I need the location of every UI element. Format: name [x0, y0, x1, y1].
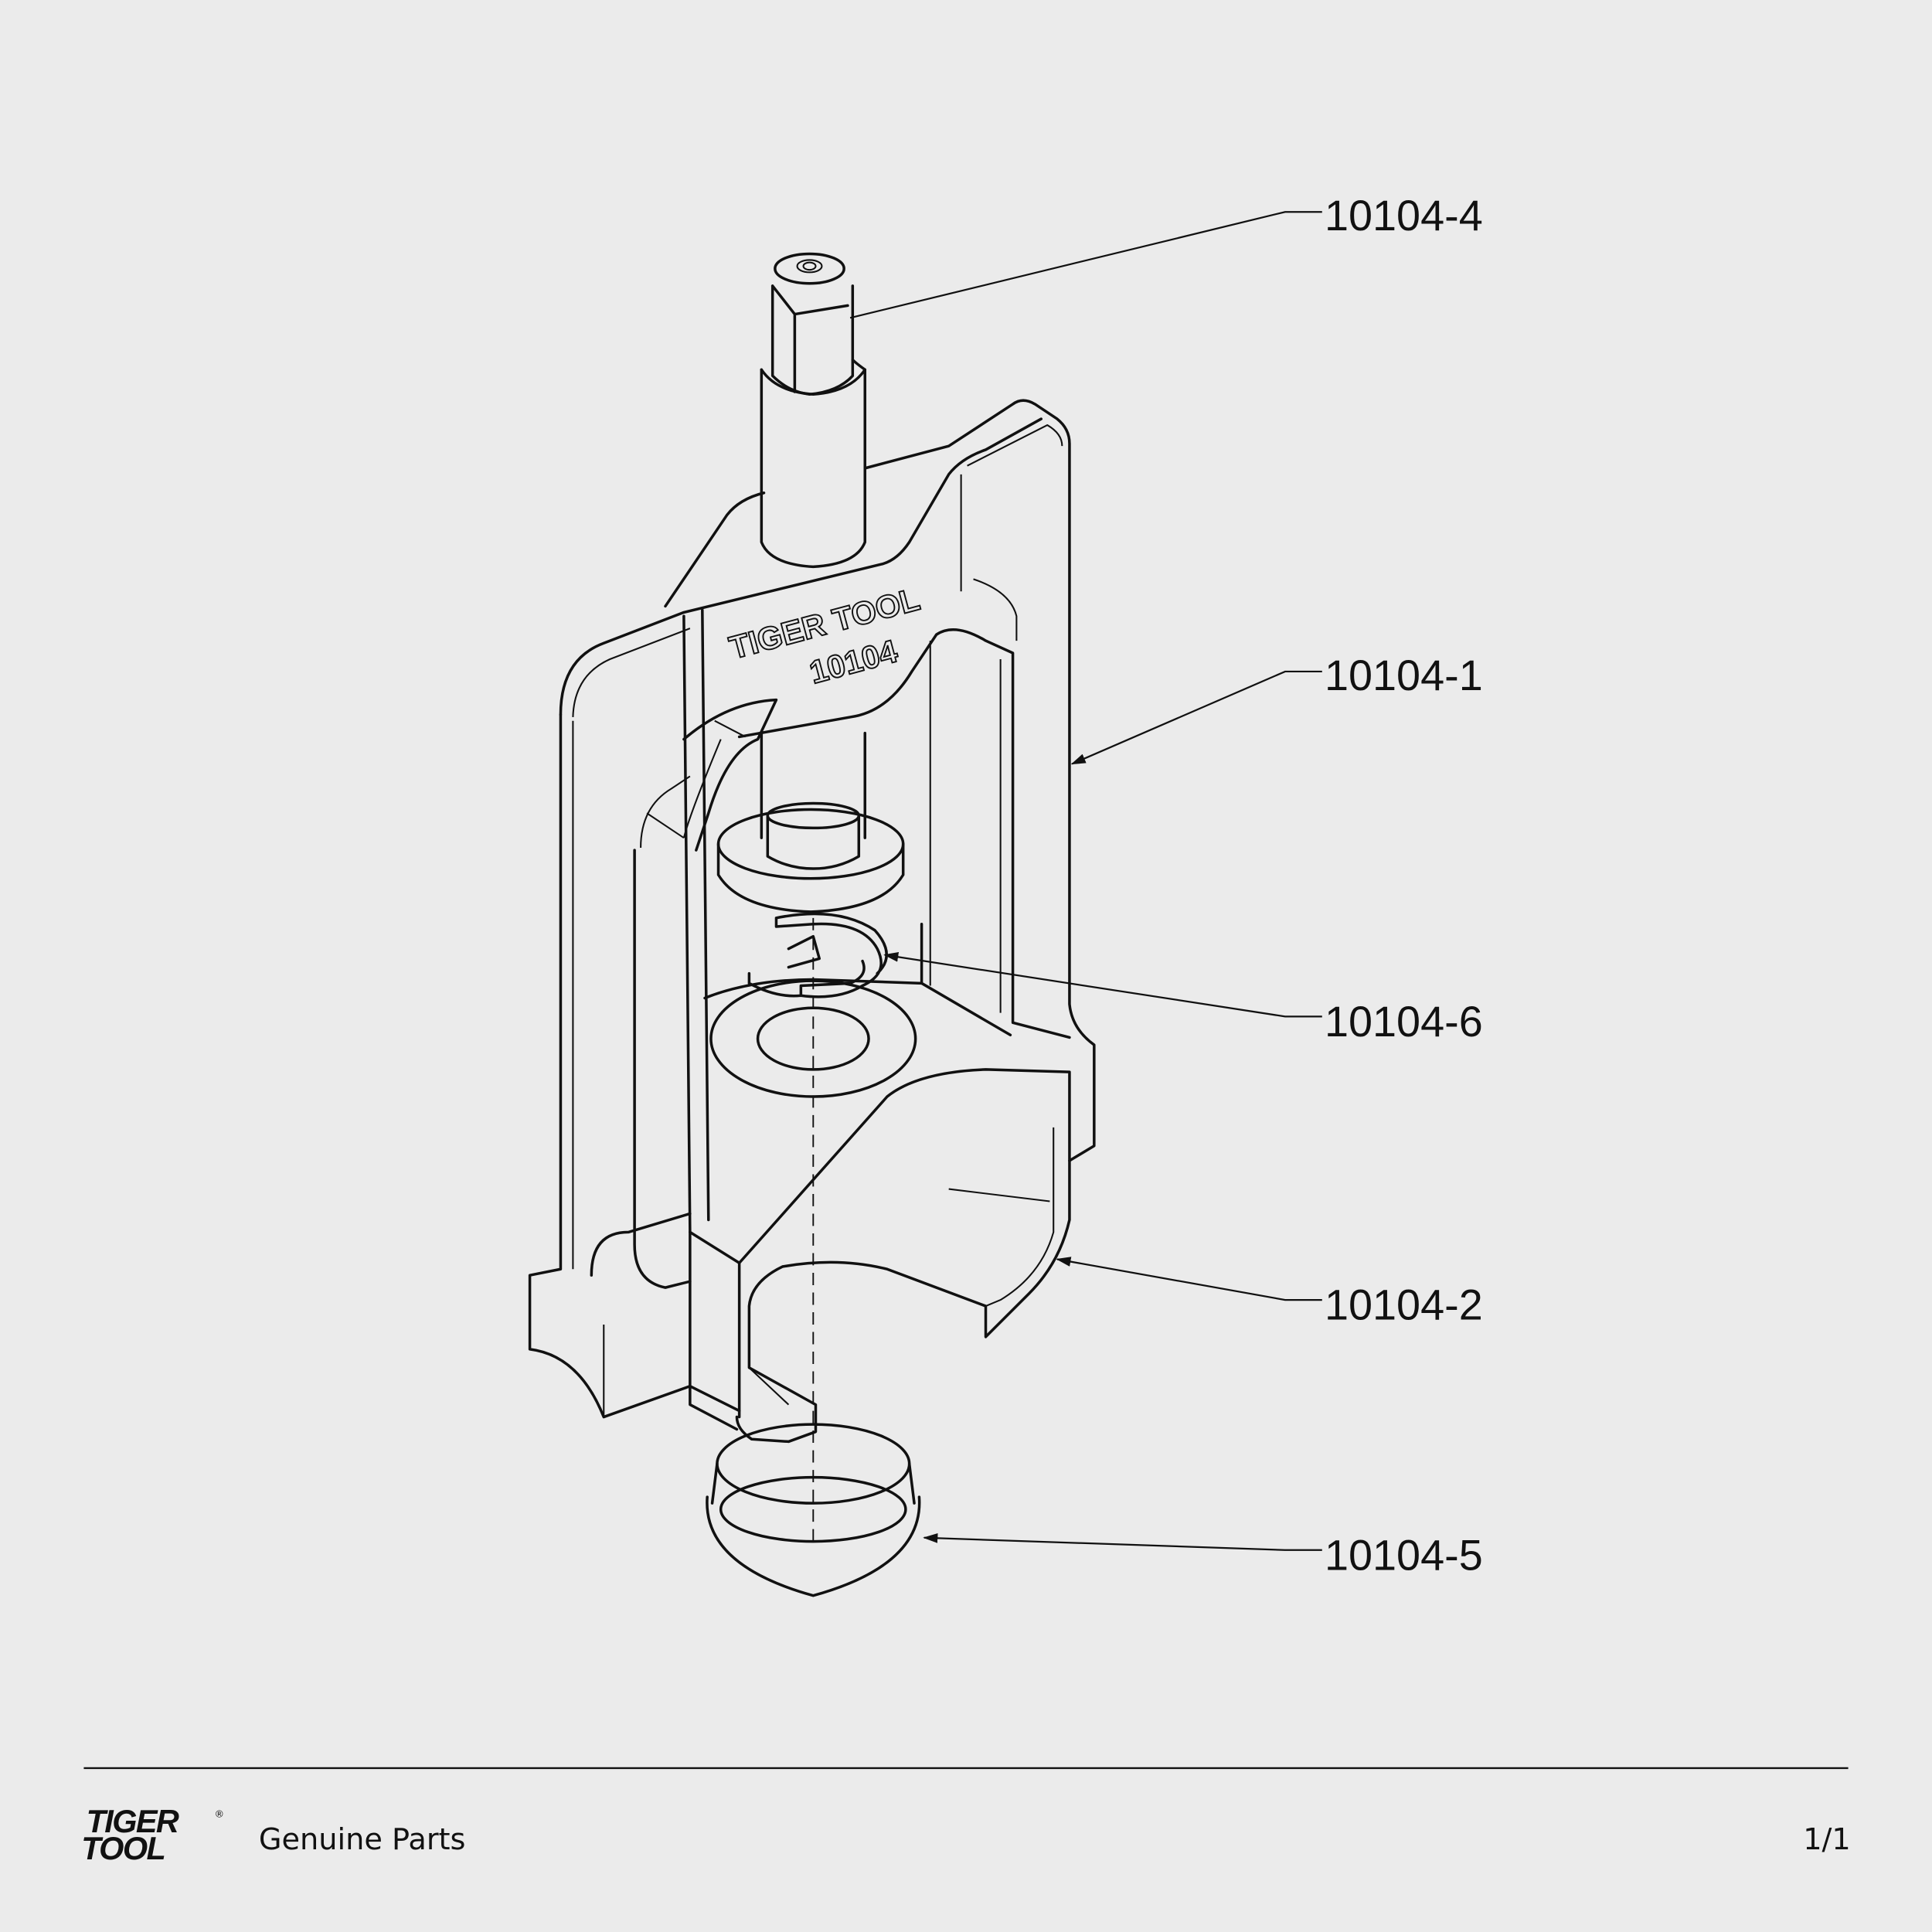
svg-text:TOOL: TOOL — [81, 1830, 165, 1866]
adapter-part — [689, 1068, 1071, 1444]
screw-part — [760, 252, 867, 870]
e-clip-part — [747, 912, 888, 998]
callout-10104-2: 10104-2 — [1325, 1281, 1483, 1329]
tiger-tool-logo: TIGER TOOL ® — [81, 1803, 224, 1866]
svg-text:®: ® — [214, 1809, 224, 1821]
callout-10104-4: 10104-4 — [1325, 191, 1483, 240]
callout-10104-1: 10104-1 — [1325, 651, 1483, 699]
callout-10104-6: 10104-6 — [1325, 997, 1483, 1046]
svg-text:TIGER: TIGER — [87, 1803, 179, 1839]
callout-leaders — [849, 211, 1322, 1551]
washer-part — [716, 808, 905, 913]
callout-10104-5: 10104-5 — [1325, 1530, 1483, 1579]
frame-embossing: TIGER TOOL 10104 — [725, 580, 924, 692]
frame-part — [528, 399, 1096, 1419]
page-number: 1/1 — [1803, 1822, 1851, 1857]
footer-tagline: Genuine Parts — [259, 1822, 466, 1857]
